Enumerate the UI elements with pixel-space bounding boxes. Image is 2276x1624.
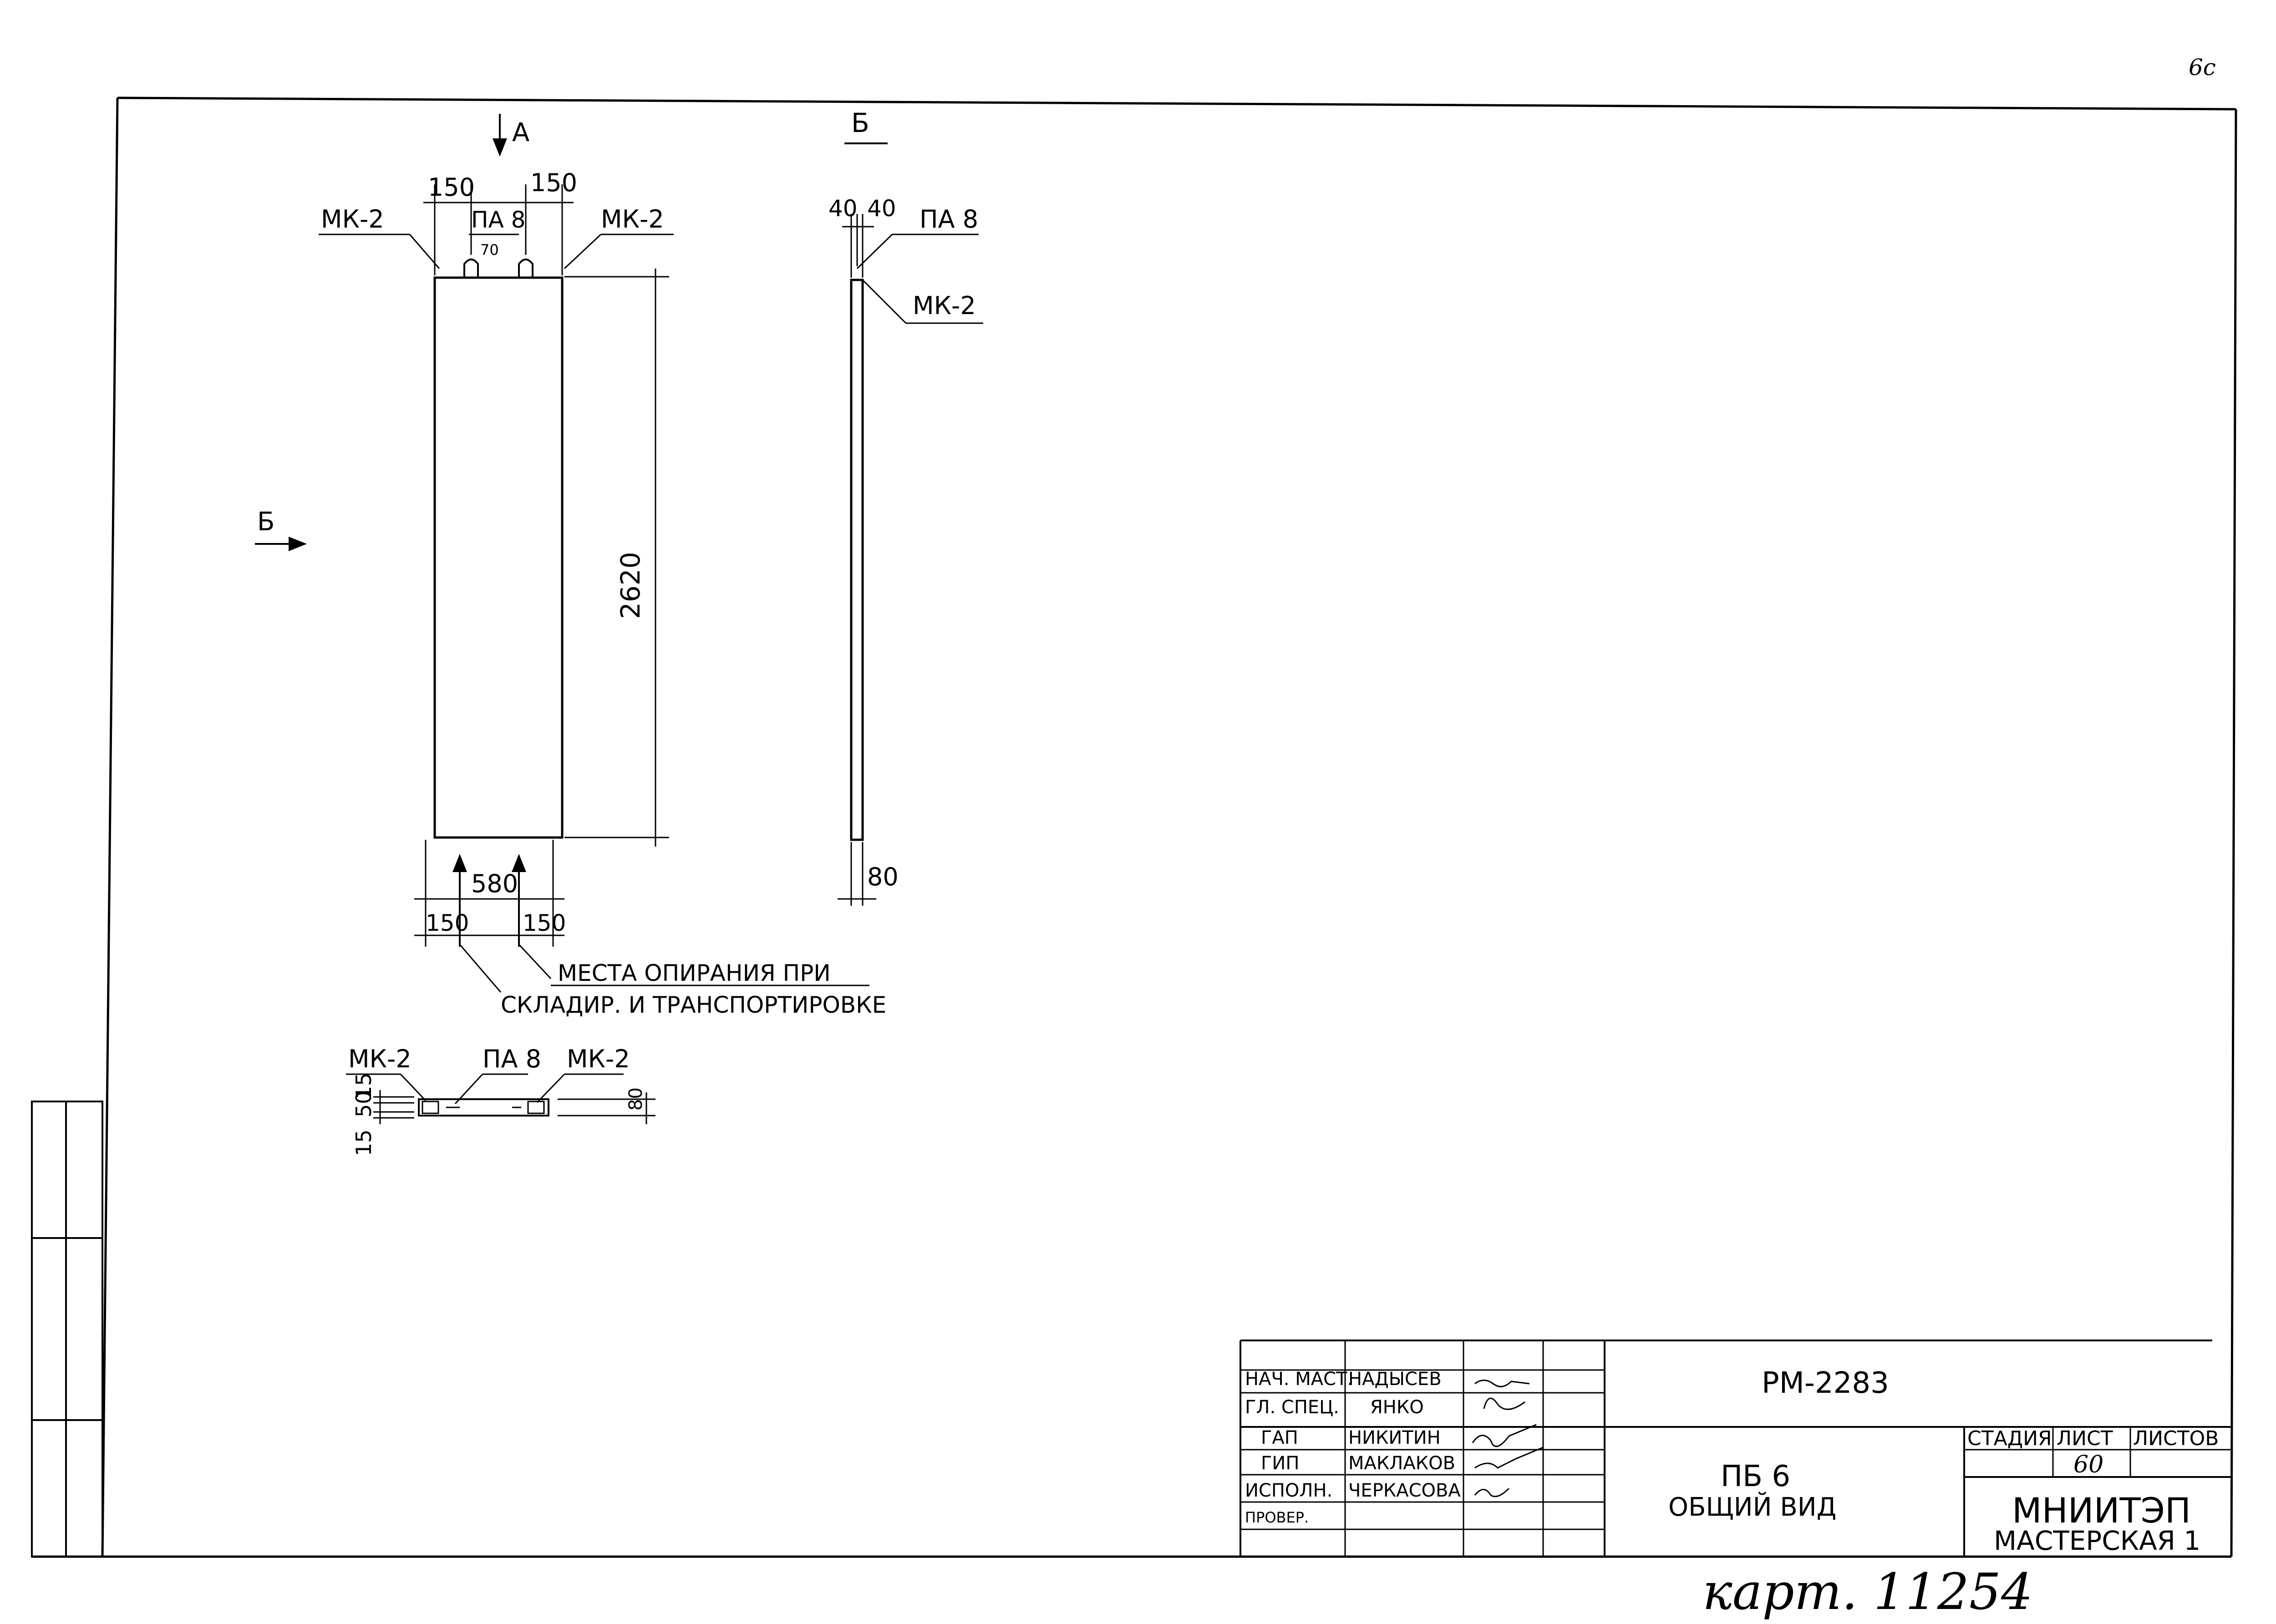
- plan-callout-mk-right: МК-2: [567, 1045, 630, 1073]
- dim-side-top-b: 40: [867, 195, 896, 222]
- support-note-line2: СКЛАДИР. И ТРАНСПОРТИРОВКЕ: [501, 992, 886, 1018]
- tb-org-line2: МАСТЕРСКАЯ 1: [1994, 1525, 2200, 1556]
- dim-bottom-left: 150: [426, 910, 469, 936]
- tb-stage-header: СТАДИЯ: [1967, 1427, 2052, 1450]
- plan-embed-left: [422, 1101, 439, 1114]
- callout-loop: ПА 8: [471, 207, 526, 233]
- tb-sheet-value: 60: [2073, 1451, 2103, 1478]
- title-block: НАЧ. МАСТ. НАДЫСЕВ ГЛ. СПЕЦ. ЯНКО ГАП НИ…: [1240, 1340, 2230, 1557]
- view-b-label: Б: [851, 107, 869, 138]
- dim-top-left: 150: [428, 173, 475, 202]
- tb-sheets-header: ЛИСТОВ: [2133, 1427, 2219, 1450]
- view-b-arrow-label: Б: [257, 507, 274, 537]
- tb-role-0: НАЧ. МАСТ.: [1245, 1369, 1353, 1390]
- tb-role-1: ГЛ. СПЕЦ.: [1245, 1397, 1339, 1418]
- signatures: [1472, 1380, 1544, 1497]
- plan-panel-outline: [418, 1098, 549, 1116]
- view-a-arrow: А: [493, 114, 529, 157]
- callout-side-loop: ПА 8: [920, 205, 978, 233]
- plan-dim-80: 80: [625, 1087, 646, 1111]
- tb-name-4: ЧЕРКАСОВА: [1348, 1480, 1461, 1501]
- tb-org-line1: МНИИТЭП: [2012, 1490, 2191, 1531]
- tb-role-2: ГАП: [1261, 1427, 1298, 1448]
- side-view: Б 40 40 ПА 8 МК-2 80: [828, 107, 983, 906]
- tb-title-line2: ОБЩИЙ ВИД: [1668, 1492, 1836, 1522]
- dim-top-right: 150: [530, 168, 577, 197]
- tb-name-2: НИКИТИН: [1348, 1427, 1441, 1448]
- dim-side-top-a: 40: [828, 195, 858, 222]
- binding-margin-boxes: [31, 1101, 103, 1558]
- side-panel-outline: [850, 279, 864, 841]
- tb-name-1: ЯНКО: [1370, 1397, 1424, 1418]
- corner-page-number: 6c: [2189, 54, 2216, 81]
- callout-mk-left: МК-2: [321, 205, 384, 233]
- view-a-label: А: [512, 118, 529, 147]
- plan-callout-mk-left: МК-2: [348, 1045, 412, 1073]
- plan-dim-50: 50: [351, 1091, 376, 1117]
- plan-view: МК-2 ПА 8 МК-2 15 50 15 80: [346, 1045, 655, 1156]
- plan-dim-15b: 15: [351, 1129, 376, 1156]
- plan-embed-right: [527, 1101, 545, 1114]
- dim-bottom-right: 150: [523, 910, 566, 936]
- tb-sheet-header: ЛИСТ: [2057, 1427, 2113, 1450]
- callout-side-mk: МК-2: [913, 291, 976, 320]
- dim-height: 2620: [615, 552, 646, 619]
- support-note-line1: МЕСТА ОПИРАНИЯ ПРИ: [558, 960, 831, 986]
- tb-name-0: НАДЫСЕВ: [1348, 1369, 1442, 1390]
- front-view: 150 150 70 МК-2 МК-2 ПА 8 2620 580 150 1…: [319, 168, 886, 1018]
- sheet-frame: [32, 96, 2237, 1558]
- plan-callout-loop: ПА 8: [483, 1045, 541, 1073]
- dim-side-bottom: 80: [867, 863, 899, 891]
- panel-outline: [433, 276, 564, 839]
- tb-role-5: ПРОВЕР.: [1245, 1509, 1309, 1526]
- handwritten-card-note: карт. 11254: [1702, 1563, 2033, 1621]
- dim-bottom-center: 580: [471, 869, 518, 898]
- lifting-loop-left: [463, 259, 479, 279]
- lifting-loop-right: [518, 259, 533, 279]
- tb-role-3: ГИП: [1261, 1453, 1299, 1474]
- view-b-arrow: Б: [255, 507, 307, 551]
- dim-loop-small: 70: [480, 241, 499, 259]
- callout-mk-right: МК-2: [601, 205, 664, 233]
- plan-dim-15a: 15: [351, 1072, 376, 1099]
- tb-role-4: ИСПОЛН.: [1245, 1480, 1332, 1501]
- tb-code: РМ-2283: [1762, 1366, 1889, 1400]
- tb-name-3: МАКЛАКОВ: [1348, 1453, 1455, 1474]
- tb-title-line1: ПБ 6: [1721, 1460, 1790, 1493]
